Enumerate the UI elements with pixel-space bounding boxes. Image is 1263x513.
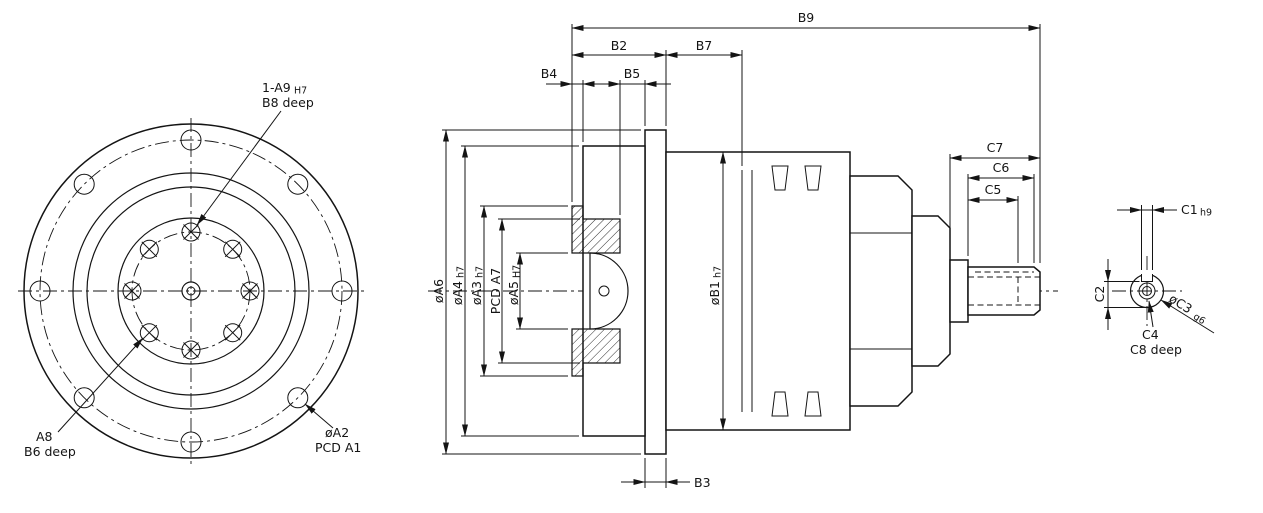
svg-text:g6: g6 <box>1191 311 1207 327</box>
section-hatch-top <box>571 205 621 254</box>
dim-a7-label: PCD A7 <box>488 268 503 314</box>
callout-tap-tolerance: H7 <box>294 86 307 97</box>
center-hole-inner <box>186 286 196 296</box>
bolt-pcd-circle <box>39 139 343 443</box>
svg-text:øA6: øA6 <box>431 279 446 303</box>
callout-tapped-hole: 1-A9 H7 B8 deep <box>196 80 314 226</box>
svg-text:h7: h7 <box>713 266 724 278</box>
callout-tap-label: 1-A9 <box>262 80 291 95</box>
boss-inner-circle <box>86 186 296 396</box>
internal-steps <box>741 165 822 417</box>
dimension-lines <box>443 25 1041 485</box>
dim-b2-label: B2 <box>611 38 628 53</box>
motor-adapter-hex <box>849 175 913 407</box>
extension-lines <box>442 24 1041 488</box>
callout-c4-depth: C8 deep <box>1130 342 1182 357</box>
dim-b9-label: B9 <box>798 10 815 25</box>
callout-a2-pcd: PCD A1 <box>315 440 361 455</box>
dim-a4-label: øA4 h7 <box>450 266 467 305</box>
flange-outer-circle <box>23 123 359 459</box>
dimension-labels: B9 B2 B7 B4 B5 B3 C7 C6 C5 øA6 øA4 h7 øA… <box>431 10 1009 490</box>
main-body <box>665 151 851 431</box>
front-view: 1-A9 H7 B8 deep A8 B6 deep øA2 PCD A1 <box>18 80 364 464</box>
dim-b3-label: B3 <box>694 475 711 490</box>
pilot-bore-circle <box>117 217 265 365</box>
svg-text:h7: h7 <box>456 266 467 278</box>
dim-b7-label: B7 <box>696 38 713 53</box>
dim-b4-label: B4 <box>541 66 558 81</box>
tapped-center-hole-minor <box>1142 286 1152 296</box>
dim-c1-label: C1 <box>1181 202 1198 217</box>
callout-a2: øA2 PCD A1 <box>304 403 361 455</box>
dim-c1-tolerance: h9 <box>1200 208 1212 219</box>
end-centerlines <box>1112 256 1182 326</box>
dim-c6-label: C6 <box>993 160 1010 175</box>
callout-tap-depth: B8 deep <box>262 95 314 110</box>
section-hatch-bottom <box>571 328 621 377</box>
hidden-shaft-features <box>968 271 1040 306</box>
callout-c3-label: øC3 g6 <box>1166 291 1207 327</box>
svg-text:PCD A7: PCD A7 <box>488 268 503 314</box>
dim-c2-label: C2 <box>1092 286 1107 303</box>
dim-c1: C1 h9 <box>1117 202 1212 270</box>
callout-a2-label: øA2 <box>325 425 349 440</box>
side-view: B9 B2 B7 B4 B5 B3 C7 C6 C5 øA6 øA4 h7 øA… <box>428 10 1058 490</box>
callout-c4: C4 C8 deep <box>1130 300 1182 357</box>
end-view: C1 h9 C2 C4 C8 deep øC3 g6 <box>1092 202 1215 357</box>
callout-a8: A8 B6 deep <box>24 337 144 459</box>
dim-c5-label: C5 <box>985 182 1002 197</box>
svg-text:øA5: øA5 <box>506 281 521 305</box>
svg-text:øA4: øA4 <box>450 281 465 305</box>
svg-text:C2: C2 <box>1092 286 1107 303</box>
input-shaft <box>967 266 1041 316</box>
callout-a8-depth: B6 deep <box>24 444 76 459</box>
keyway-mask <box>1141 271 1153 282</box>
dim-b5-label: B5 <box>624 66 641 81</box>
svg-text:h7: h7 <box>475 266 486 278</box>
svg-text:øB1: øB1 <box>707 281 722 305</box>
clamp-section <box>911 215 951 367</box>
dim-b1-label: øB1 h7 <box>707 266 724 305</box>
dim-c2: C2 <box>1092 259 1145 330</box>
front-centerlines <box>18 118 364 464</box>
svg-text:H7: H7 <box>512 265 523 278</box>
svg-text:øA3: øA3 <box>469 281 484 305</box>
keyway-slot <box>1141 274 1153 282</box>
callout-c4-label: C4 <box>1142 327 1159 342</box>
tapped-center-hole <box>1138 282 1156 300</box>
dim-c7-label: C7 <box>987 140 1004 155</box>
mounting-bolt-holes <box>29 129 353 453</box>
center-hole <box>181 281 201 301</box>
shaft-collar <box>949 259 969 323</box>
callout-c3: øC3 g6 <box>1160 291 1215 334</box>
output-center-hole <box>598 285 610 297</box>
dim-a5-label: øA5 H7 <box>506 265 523 305</box>
dim-a3-label: øA3 h7 <box>469 266 486 305</box>
mounting-flange-plate <box>644 129 667 455</box>
boss-circle <box>72 172 310 410</box>
dim-a6-label: øA6 <box>431 279 446 303</box>
callout-a8-label: A8 <box>36 429 53 444</box>
